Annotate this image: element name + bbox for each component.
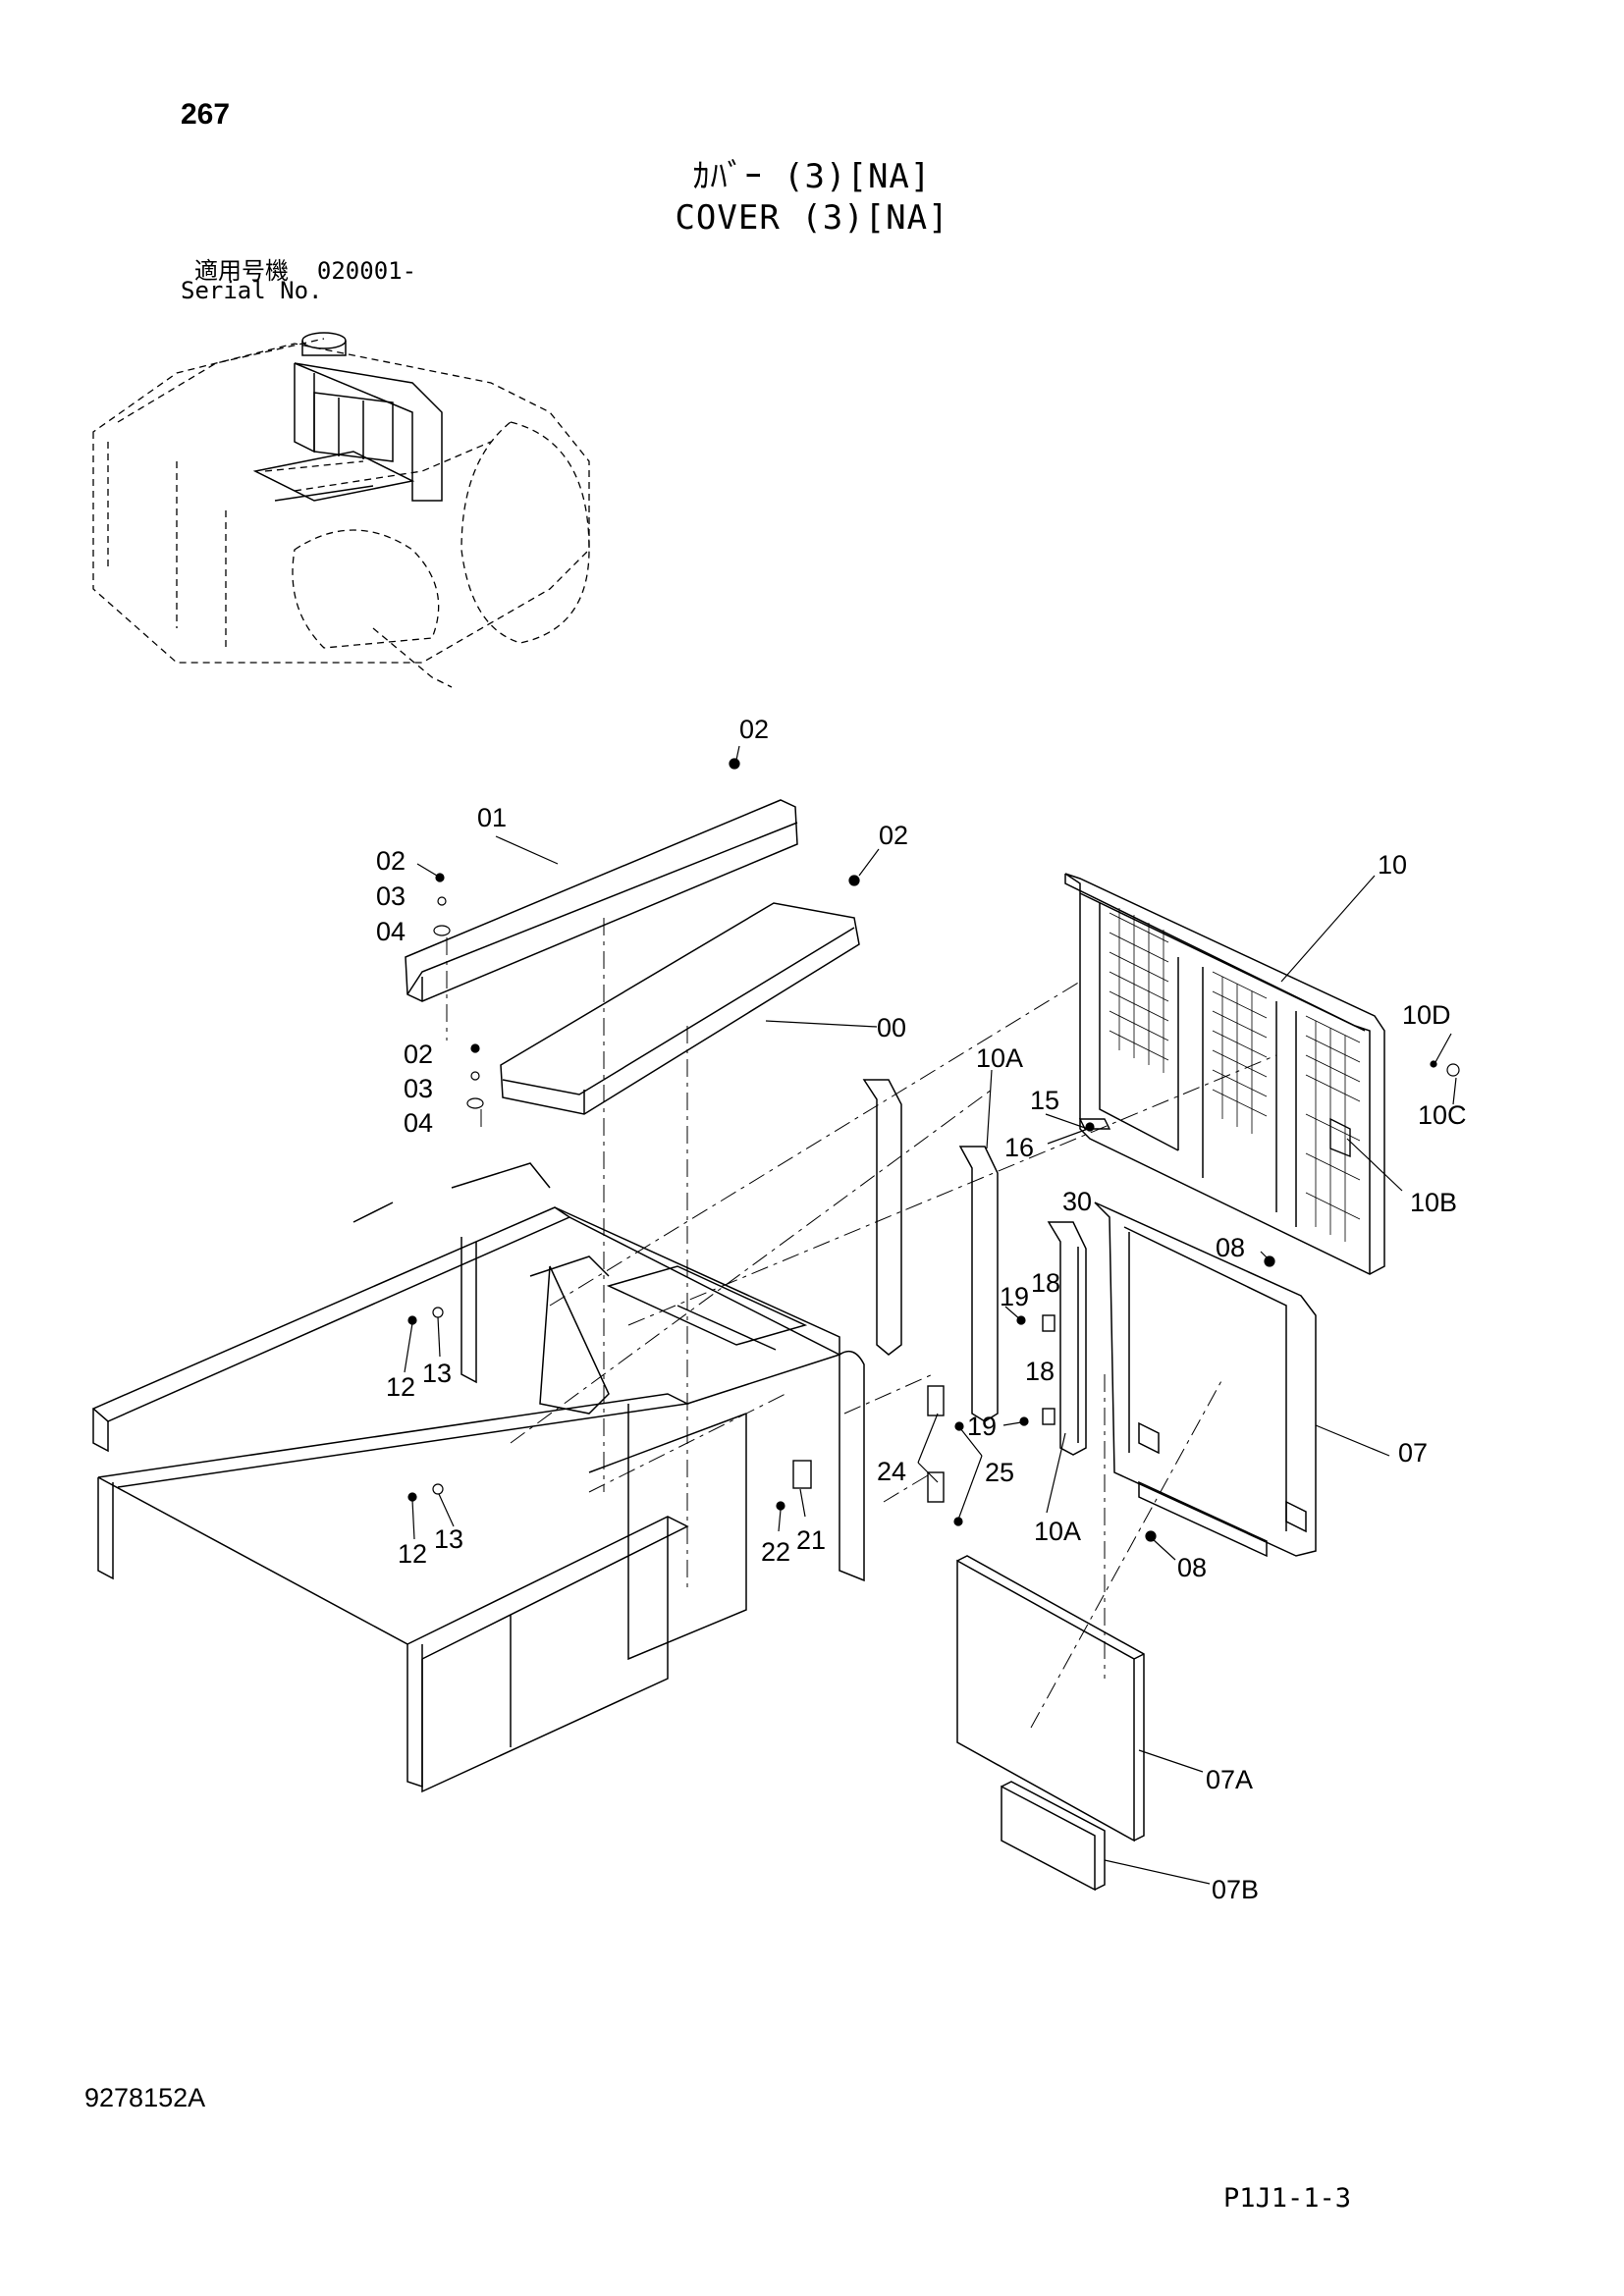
callout-18: 18 xyxy=(1025,1357,1055,1386)
callout-10A-top: 10A xyxy=(976,1043,1023,1073)
serial-label-jp-text: 適用号機 xyxy=(194,257,289,285)
hinges-and-small-parts xyxy=(792,1117,1351,1503)
callout-02: 02 xyxy=(404,1040,433,1069)
callout-07: 07 xyxy=(1398,1438,1428,1468)
radiator-mesh-grids xyxy=(1109,908,1361,1242)
serial-label-japanese: 適用号機 020001- xyxy=(194,251,416,286)
support-frame-07 xyxy=(1094,1201,1317,1558)
callout-07B: 07B xyxy=(1212,1875,1259,1904)
callout-12: 12 xyxy=(398,1539,427,1569)
callout-13: 13 xyxy=(422,1359,452,1388)
assembly-guide-lines xyxy=(446,918,1277,1729)
callout-10C: 10C xyxy=(1418,1100,1467,1130)
radiator-cover-10 xyxy=(1064,873,1385,1275)
serial-value: 020001- xyxy=(316,257,417,285)
title-japanese: ｶﾊﾞｰ (3)[NA] xyxy=(692,157,932,196)
callout-03: 03 xyxy=(404,1074,433,1103)
cover-panel-00 xyxy=(500,902,860,1115)
callout-25: 25 xyxy=(985,1458,1014,1487)
callout-24: 24 xyxy=(877,1457,906,1486)
callout-30: 30 xyxy=(1062,1187,1092,1216)
callout-02: 02 xyxy=(879,821,908,850)
callout-02: 02 xyxy=(376,846,406,876)
cover-panel-01 xyxy=(405,799,798,1002)
callout-01: 01 xyxy=(477,803,507,832)
callout-15: 15 xyxy=(1030,1086,1059,1115)
callout-22: 22 xyxy=(761,1537,790,1567)
page-number: 267 xyxy=(181,98,231,131)
page-code: P1J1-1-3 xyxy=(1223,2183,1352,2214)
highlighted-cover-in-sketch xyxy=(252,332,443,502)
callout-07A: 07A xyxy=(1206,1765,1253,1794)
callout-10D: 10D xyxy=(1402,1000,1451,1030)
callout-02: 02 xyxy=(739,715,769,744)
callout-10B: 10B xyxy=(1410,1188,1457,1217)
callout-04: 04 xyxy=(376,917,406,946)
callout-19: 19 xyxy=(967,1412,997,1441)
callout-13: 13 xyxy=(434,1524,463,1554)
callout-03: 03 xyxy=(376,881,406,911)
callout-19: 19 xyxy=(1000,1282,1029,1311)
foam-pad-07A xyxy=(956,1555,1145,1842)
leader-lines xyxy=(404,745,1457,1885)
callout-08: 08 xyxy=(1216,1233,1245,1262)
callout-21: 21 xyxy=(796,1525,826,1555)
document-number: 9278152A xyxy=(84,2083,206,2112)
callout-16: 16 xyxy=(1004,1133,1034,1162)
callout-10: 10 xyxy=(1378,850,1407,880)
foam-pad-07B xyxy=(1001,1781,1106,1892)
main-frame xyxy=(91,1162,865,1793)
callout-labels: 02 01 02 03 04 02 00 02 03 04 10 10D 10C… xyxy=(376,715,1467,1904)
callout-10A-bottom: 10A xyxy=(1034,1517,1081,1546)
callout-00: 00 xyxy=(877,1013,906,1042)
serial-label-english: Serial No. xyxy=(181,277,323,304)
callout-18: 18 xyxy=(1031,1268,1060,1298)
callout-04: 04 xyxy=(404,1108,433,1138)
bracket-10A-group xyxy=(862,1079,1087,1456)
callout-12: 12 xyxy=(386,1372,415,1402)
callout-08: 08 xyxy=(1177,1553,1207,1582)
machine-overview-sketch xyxy=(92,338,590,688)
title-english: COVER (3)[NA] xyxy=(675,198,949,238)
